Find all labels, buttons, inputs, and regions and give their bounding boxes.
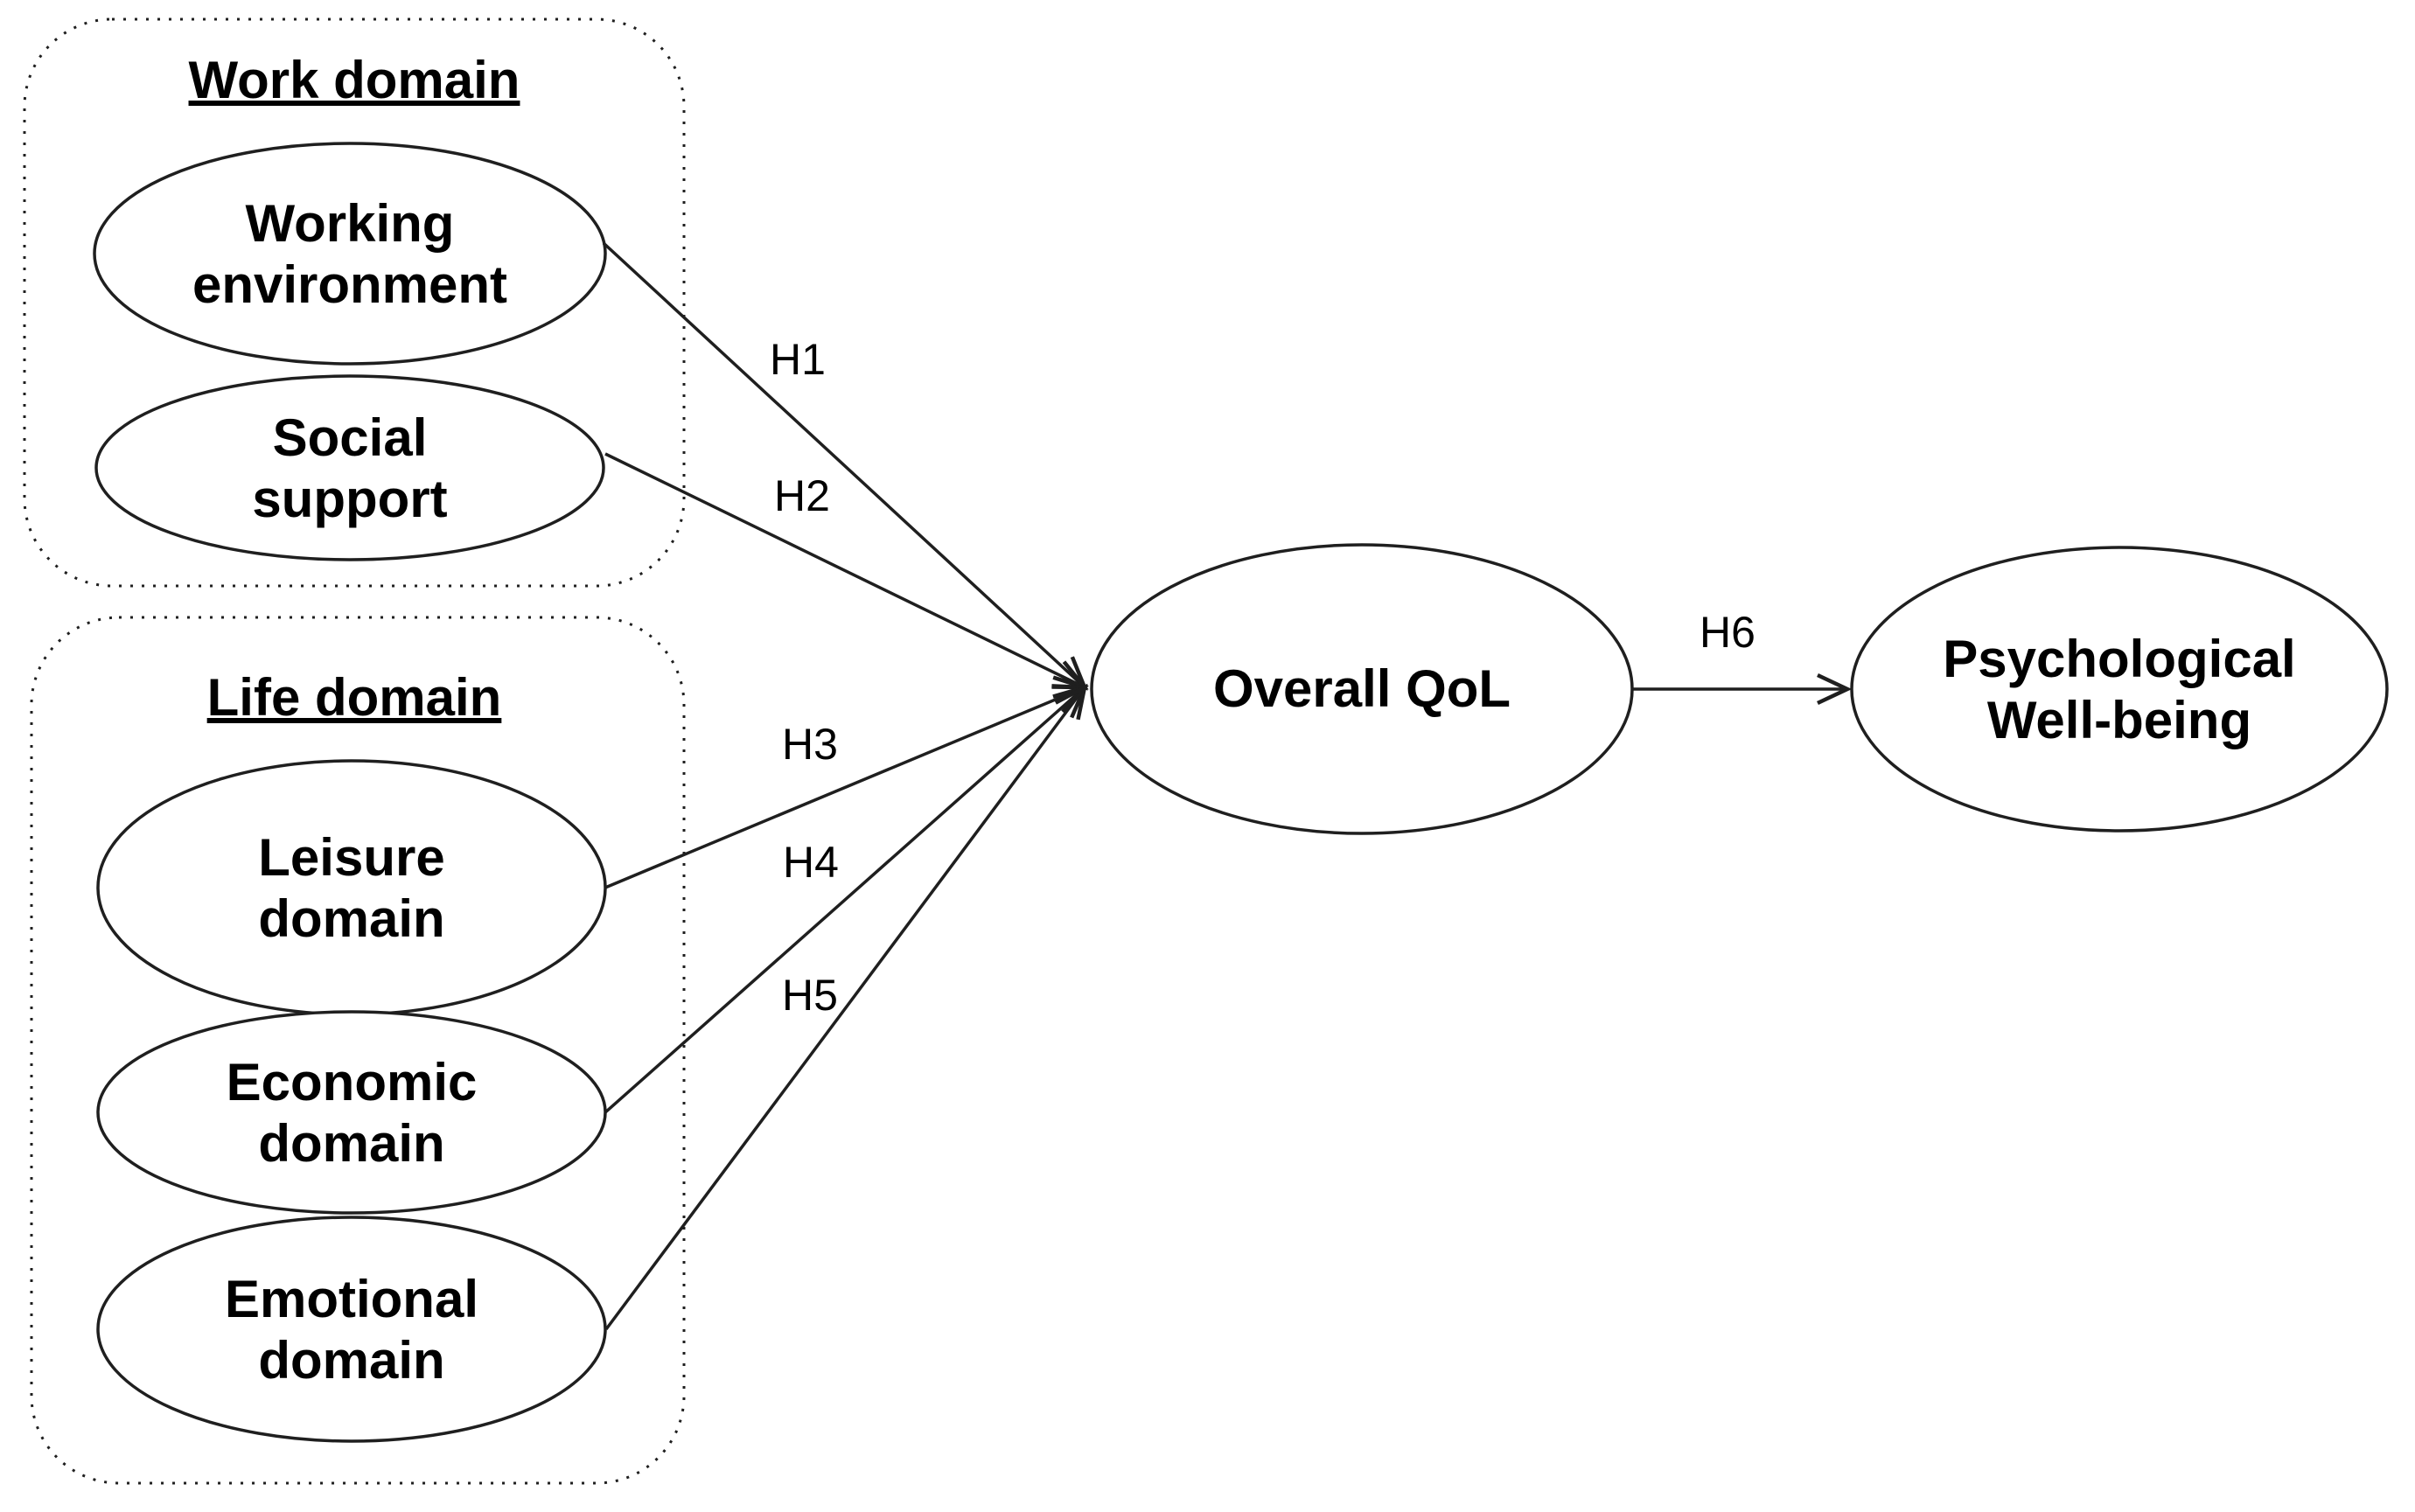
node-working-environment-label-line2: environment	[192, 255, 507, 314]
node-psychological-wellbeing	[1850, 546, 2389, 833]
arrow-h4-economic-domain-to-overall-qol	[604, 684, 1088, 1114]
node-emotional-domain-label-line1: Emotional	[225, 1270, 478, 1328]
node-emotional-domain	[96, 1216, 607, 1443]
label-h4: H4	[783, 838, 839, 887]
arrow-h3-leisure-domain-to-overall-qol	[604, 684, 1089, 889]
life-domain-title: Life domain	[207, 668, 502, 727]
node-social-support-label-line2: support	[252, 470, 447, 528]
node-leisure-domain-label-line1: Leisure	[258, 828, 444, 887]
node-economic-domain-label-line2: domain	[258, 1114, 444, 1173]
node-social-support	[94, 374, 605, 561]
work-domain-box	[23, 17, 686, 588]
node-psychological-wellbeing-label-line2: Well-being	[1987, 691, 2251, 749]
node-leisure-domain-label-line2: domain	[258, 889, 444, 948]
label-h3: H3	[782, 720, 838, 769]
node-leisure-domain	[96, 759, 607, 1016]
label-h6: H6	[1700, 608, 1755, 657]
label-h5: H5	[782, 971, 838, 1020]
node-psychological-wellbeing-label-line1: Psychological	[1943, 630, 2295, 688]
arrow-h5-emotional-domain-to-overall-qol	[604, 683, 1088, 1331]
node-social-support-label-line1: Social	[273, 408, 428, 467]
label-h1: H1	[770, 335, 826, 384]
node-emotional-domain-label-line2: domain	[258, 1331, 444, 1390]
work-domain-title: Work domain	[189, 51, 520, 109]
arrow-h2-social-support-to-overall-qol	[604, 452, 1089, 690]
node-overall-qol-label: Overall QoL	[1213, 659, 1511, 718]
node-economic-domain	[96, 1010, 607, 1215]
arrow-h1-working-environment-to-overall-qol	[602, 241, 1088, 691]
node-economic-domain-label-line1: Economic	[227, 1053, 478, 1111]
node-working-environment	[93, 142, 607, 366]
label-h2: H2	[774, 471, 830, 520]
node-working-environment-label-line1: Working	[246, 194, 455, 253]
life-domain-box	[30, 616, 686, 1485]
